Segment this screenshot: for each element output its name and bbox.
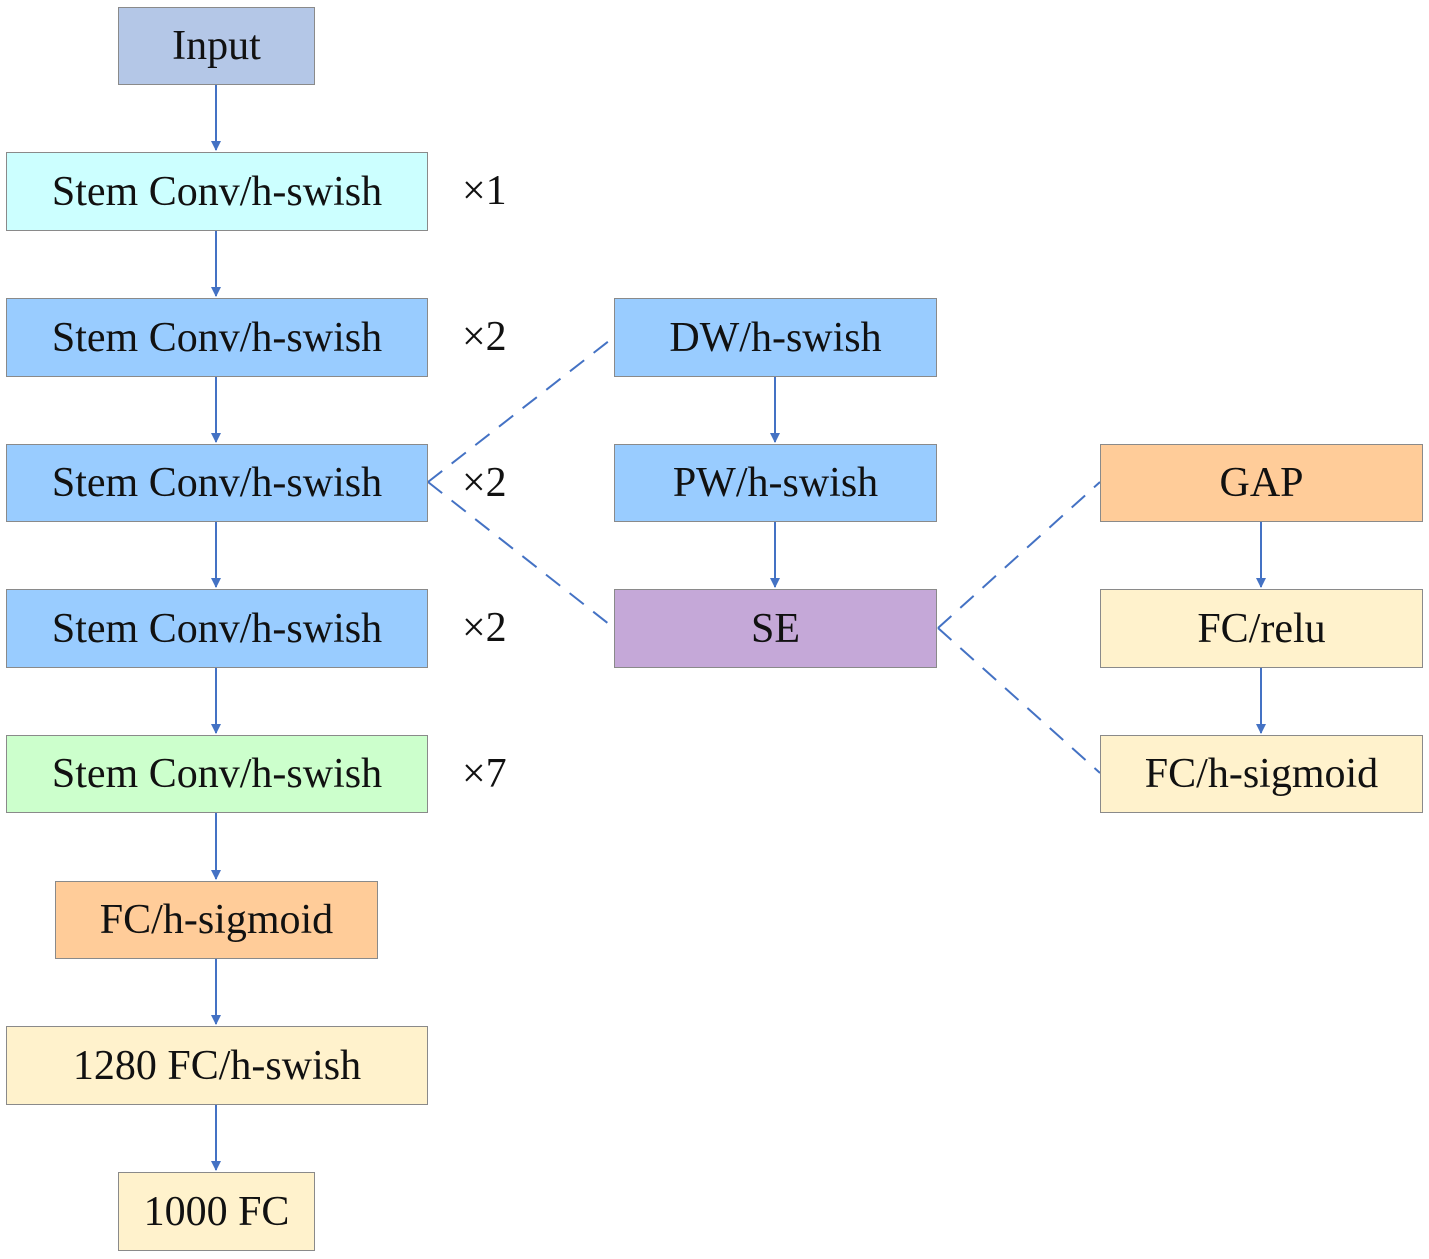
pw-hswish-node: PW/h-swish [614,444,937,522]
dashed-expand-bottom-1 [427,481,615,629]
dashed-expand-bottom-2 [937,627,1101,774]
multiplier-label-5: ×7 [462,751,507,797]
dashed-expand-top-2 [937,481,1101,629]
fc-1000-node: 1000 FC [118,1172,315,1251]
se-fc-hsigmoid-node: FC/h-sigmoid [1100,735,1423,813]
multiplier-label-2: ×2 [462,314,507,360]
stem-conv-node-1: Stem Conv/h-swish [6,152,428,231]
dashed-expand-top-1 [427,336,615,483]
fc-relu-node: FC/relu [1100,589,1423,668]
stem-conv-node-5: Stem Conv/h-swish [6,735,428,813]
multiplier-label-3: ×2 [462,460,507,506]
input-node: Input [118,7,315,85]
stem-conv-node-4: Stem Conv/h-swish [6,589,428,668]
fc-hsigmoid-node: FC/h-sigmoid [55,881,378,959]
stem-conv-node-2: Stem Conv/h-swish [6,298,428,377]
multiplier-label-4: ×2 [462,605,507,651]
gap-node: GAP [1100,444,1423,522]
fc-1280-node: 1280 FC/h-swish [6,1026,428,1105]
stem-conv-node-3: Stem Conv/h-swish [6,444,428,522]
multiplier-label-1: ×1 [462,168,507,214]
se-node: SE [614,589,937,668]
dw-hswish-node: DW/h-swish [614,298,937,377]
